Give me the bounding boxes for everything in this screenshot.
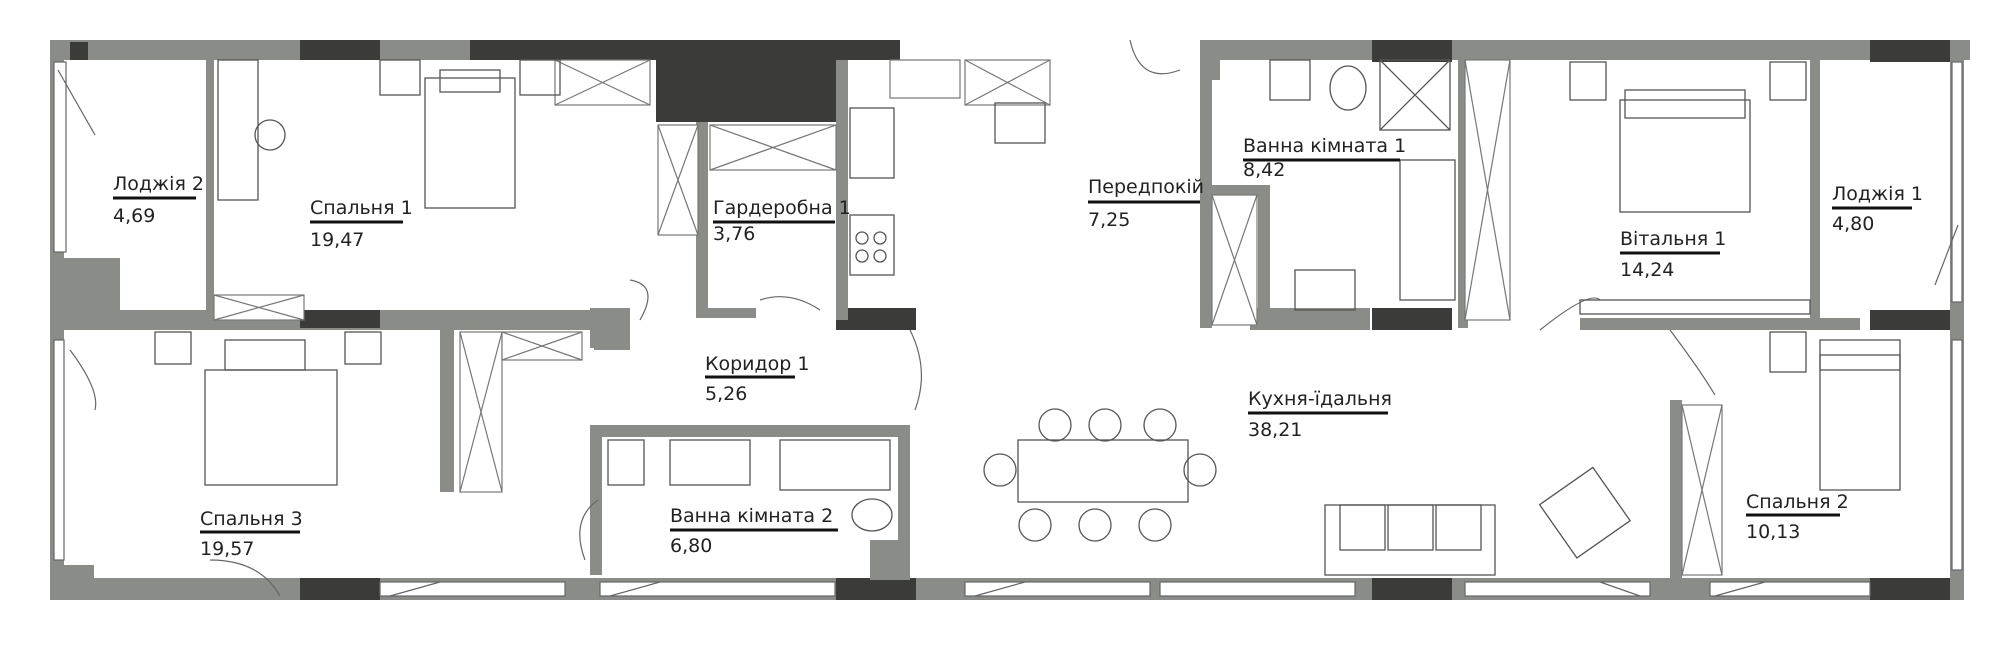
- room-name: Лоджія 1: [1832, 183, 1923, 205]
- room-bedroom1: Спальня 1 19,47: [310, 197, 413, 251]
- room-name: Спальня 3: [200, 508, 303, 530]
- room-loggia2: Лоджія 2 4,69: [113, 173, 204, 227]
- room-area: 38,21: [1248, 419, 1302, 441]
- room-corridor1: Коридор 1 5,26: [705, 353, 809, 405]
- room-name: Вітальня 1: [1620, 228, 1726, 250]
- room-bedroom3: Спальня 3 19,57: [200, 508, 303, 560]
- room-bedroom2: Спальня 2 10,13: [1746, 491, 1849, 543]
- room-area: 19,47: [310, 229, 364, 251]
- furniture: [154, 59, 1901, 576]
- doors: [69, 39, 1716, 597]
- room-area: 19,57: [200, 538, 254, 560]
- room-bathroom2: Ванна кімната 2 6,80: [670, 505, 838, 557]
- room-area: 5,26: [705, 383, 747, 405]
- room-area: 3,76: [713, 223, 755, 245]
- room-name: Кухня-їдальня: [1248, 388, 1392, 410]
- room-name: Коридор 1: [705, 353, 809, 375]
- room-bathroom1: Ванна кімната 1 8,42: [1243, 135, 1406, 181]
- room-area: 14,24: [1620, 259, 1674, 281]
- room-hallway: Передпокій 7,25: [1088, 176, 1204, 231]
- walls: [50, 40, 1970, 600]
- room-name: Лоджія 2: [113, 173, 204, 195]
- windows: [53, 61, 1963, 597]
- room-area: 10,13: [1746, 521, 1800, 543]
- room-name: Спальня 2: [1746, 491, 1849, 513]
- room-area: 6,80: [670, 535, 712, 557]
- room-name: Гардеробна 1: [713, 197, 851, 219]
- room-living1: Вітальня 1 14,24: [1620, 228, 1726, 281]
- room-labels: Лоджія 2 4,69 Спальня 1 19,47 Гардеробна…: [113, 135, 1923, 560]
- wardrobes: [213, 59, 1723, 576]
- room-area: 4,69: [113, 205, 155, 227]
- room-name: Ванна кімната 1: [1243, 135, 1406, 157]
- room-name: Ванна кімната 2: [670, 505, 833, 527]
- room-area: 8,42: [1243, 159, 1285, 181]
- room-kitchen: Кухня-їдальня 38,21: [1248, 388, 1392, 441]
- room-name: Спальня 1: [310, 197, 413, 219]
- room-area: 7,25: [1088, 209, 1130, 231]
- room-wardrobe1: Гардеробна 1 3,76: [713, 197, 851, 245]
- room-name: Передпокій: [1088, 176, 1204, 198]
- room-area: 4,80: [1832, 213, 1874, 235]
- room-loggia1: Лоджія 1 4,80: [1832, 183, 1923, 235]
